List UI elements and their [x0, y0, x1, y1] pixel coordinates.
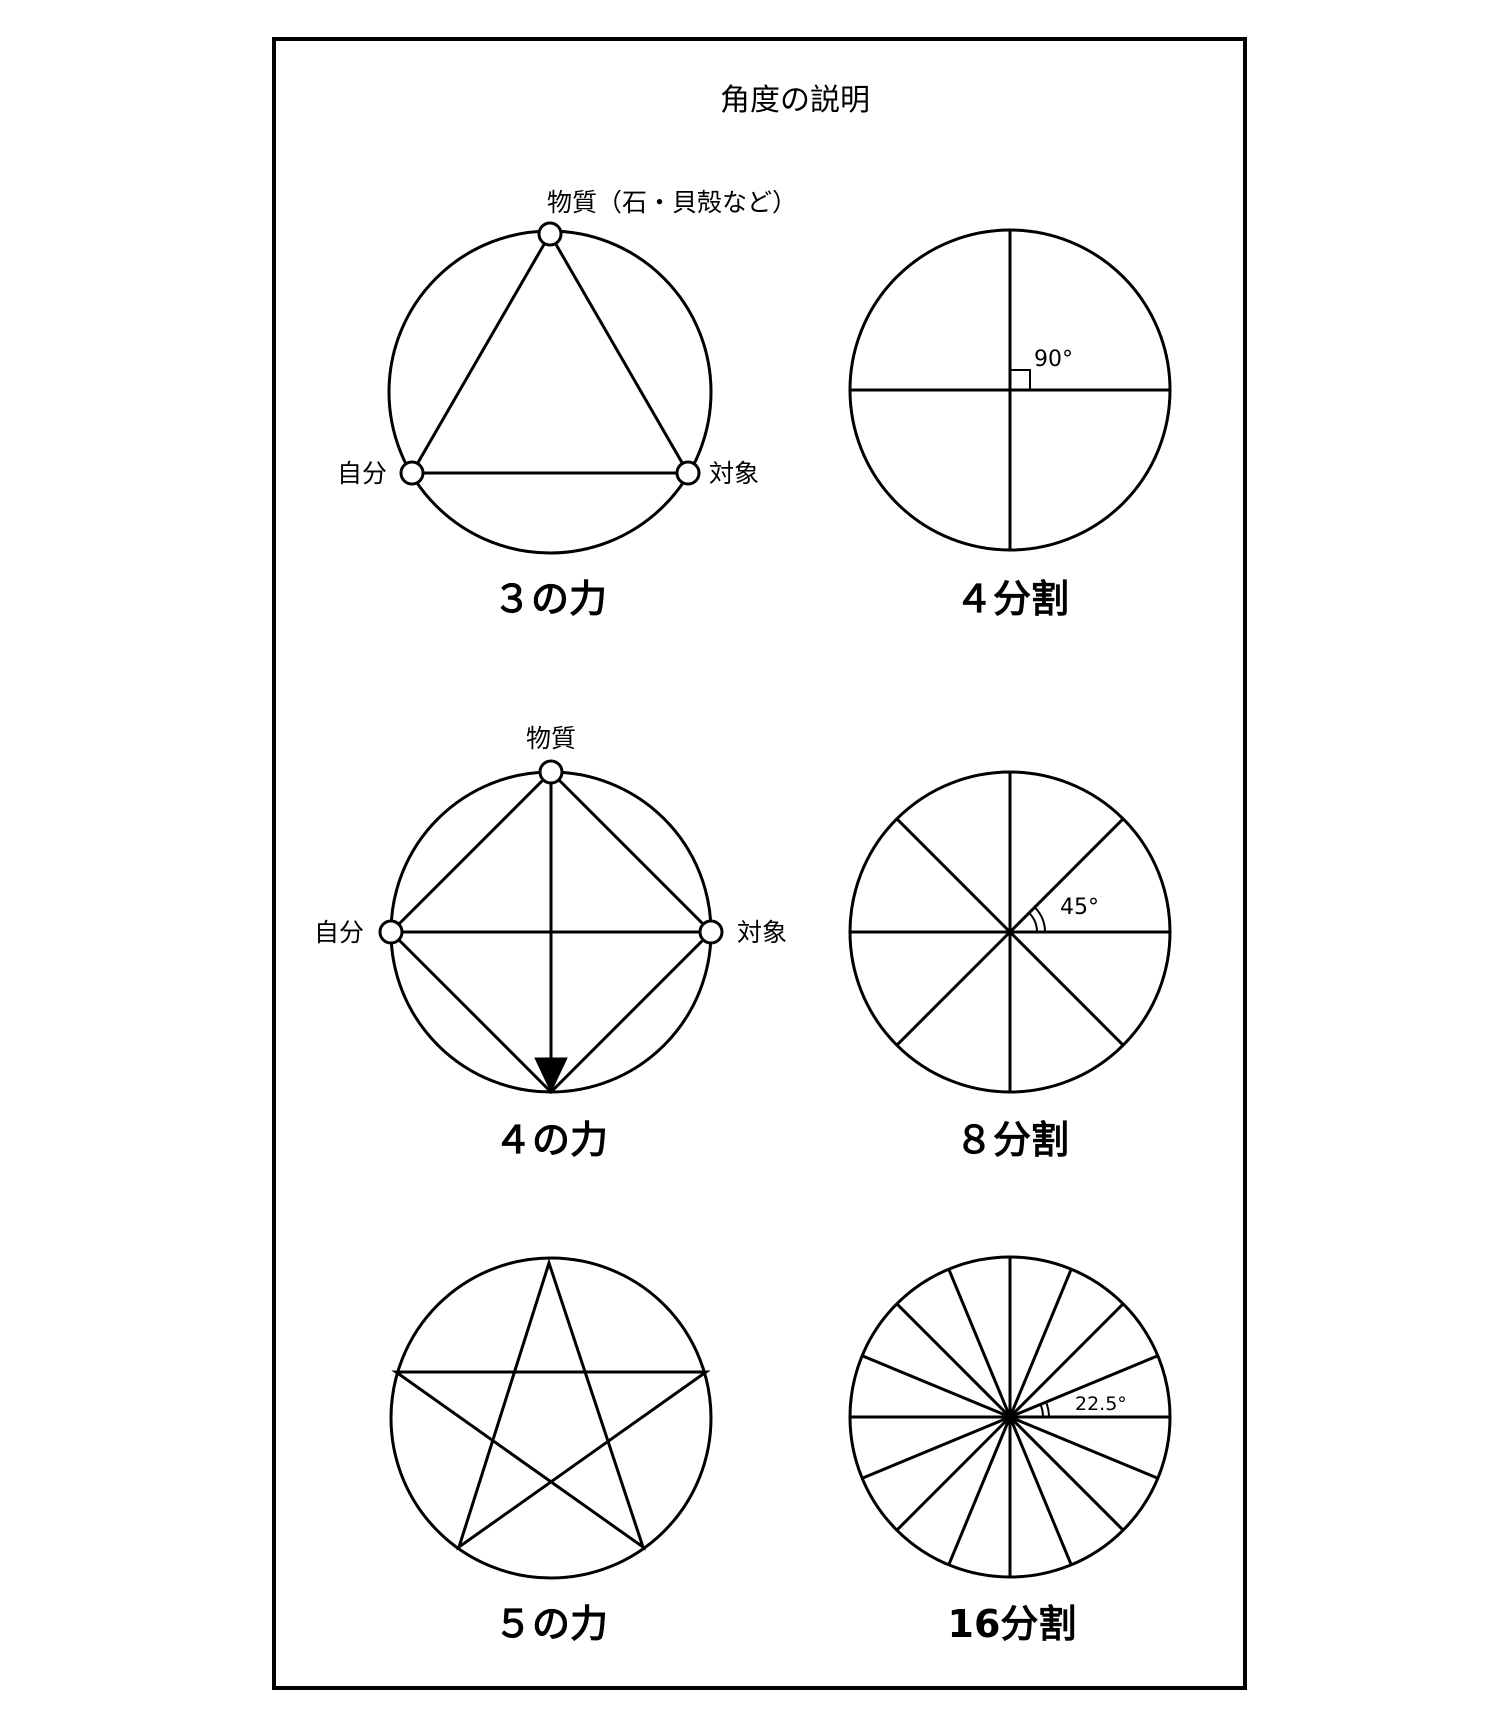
three-force-right-label: 対象 — [709, 459, 759, 488]
three-force-left-label: 自分 — [337, 459, 387, 488]
four-division-diagram — [848, 228, 1172, 552]
spoke-line — [947, 1416, 1012, 1566]
five-force-diagram — [389, 1256, 713, 1580]
four-force-top-label: 物質 — [526, 724, 576, 753]
node-material — [537, 221, 563, 247]
angle-arc-inner — [1045, 1401, 1050, 1418]
four-force-left-label: 自分 — [314, 918, 364, 947]
spoke-line — [947, 1268, 1012, 1418]
spoke-line — [1009, 1354, 1159, 1419]
angle-arc-outer — [1028, 912, 1039, 933]
spoke-line — [1008, 1302, 1125, 1419]
spoke-line — [861, 1354, 1011, 1419]
three-force-caption: ３の力 — [493, 577, 607, 621]
spoke-line — [1008, 930, 1125, 1047]
pentagram — [391, 1258, 711, 1551]
three-force-top-label: 物質（石・貝殻など） — [547, 188, 797, 217]
four-force-diagram — [378, 759, 724, 1095]
angle-arc-outer — [1039, 1404, 1044, 1418]
five-force-circle — [389, 1256, 713, 1580]
angle-arc-inner — [1033, 906, 1046, 933]
node-material — [538, 759, 564, 785]
spoke-line — [895, 1415, 1012, 1532]
spoke-line — [1008, 1415, 1125, 1532]
right-angle-marker — [1010, 369, 1031, 390]
page-title: 角度の説明 — [720, 83, 870, 118]
three-force-triangle — [409, 231, 691, 475]
node-object — [675, 460, 701, 486]
five-force-caption: ５の力 — [494, 1602, 608, 1646]
node-self — [378, 919, 404, 945]
spoke-line — [895, 930, 1012, 1047]
sixteen-division-spokes — [850, 1257, 1170, 1577]
eight-division-caption: ８分割 — [955, 1118, 1069, 1162]
eight-division-diagram — [848, 770, 1172, 1094]
spoke-line — [1008, 1416, 1073, 1566]
node-self — [399, 460, 425, 486]
sixteen-division-caption: 16分割 — [948, 1602, 1077, 1646]
spoke-line — [895, 1302, 1012, 1419]
down-arrow-icon — [534, 1057, 568, 1094]
eight-division-angle-label: 45° — [1060, 895, 1099, 920]
three-force-circle — [387, 229, 713, 555]
spoke-line — [861, 1415, 1011, 1480]
spoke-line — [895, 817, 1012, 934]
four-division-caption: ４分割 — [955, 577, 1069, 621]
diagram-frame — [272, 37, 1247, 1690]
eight-division-spokes — [850, 772, 1170, 1092]
four-force-right-label: 対象 — [737, 918, 787, 947]
spoke-line — [1009, 1415, 1159, 1480]
sixteen-division-angle-label: 22.5° — [1075, 1393, 1127, 1415]
sixteen-division-diagram — [848, 1255, 1172, 1579]
spoke-line — [1008, 1268, 1073, 1418]
four-division-angle-label: 90° — [1034, 347, 1073, 372]
three-force-diagram — [387, 221, 713, 555]
four-force-caption: ４の力 — [494, 1118, 608, 1162]
node-object — [698, 919, 724, 945]
